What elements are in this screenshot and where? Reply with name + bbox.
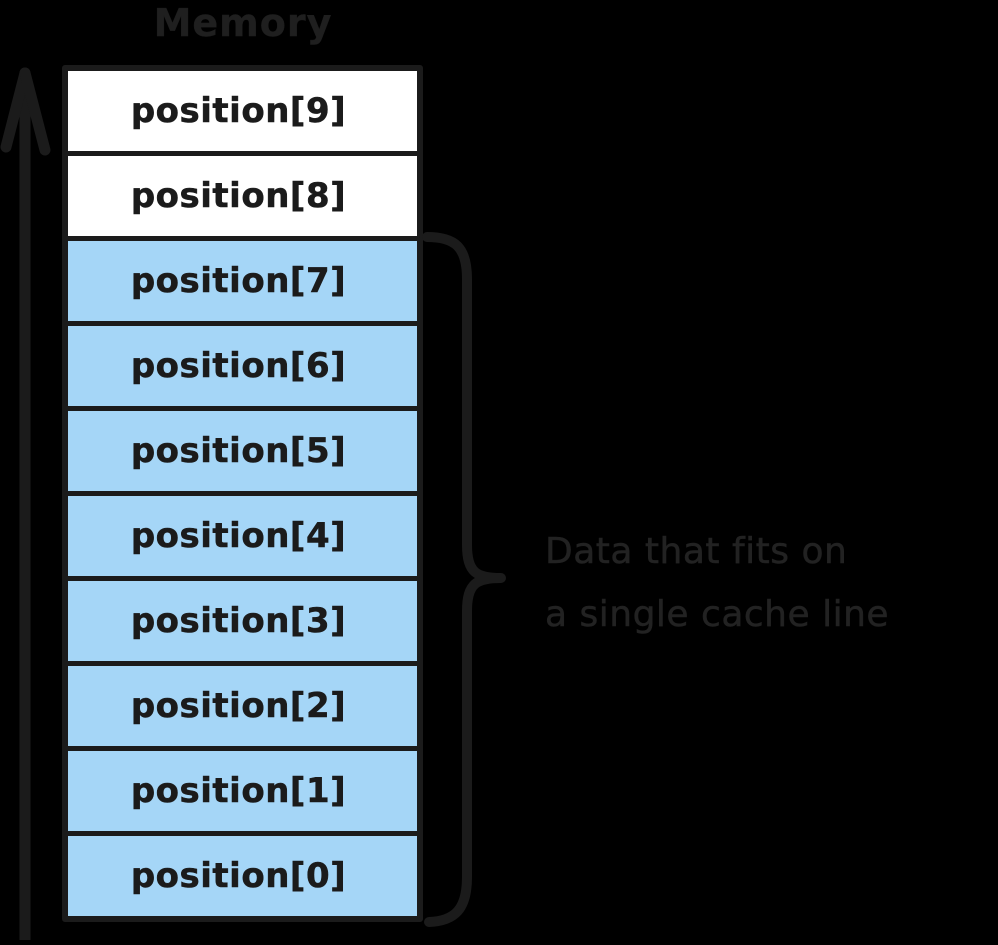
memory-cell[interactable]: position[9]: [68, 71, 417, 156]
memory-cell-label: position[0]: [130, 856, 347, 897]
cache-line-brace-icon: [422, 232, 506, 927]
memory-cell-label: position[9]: [130, 91, 347, 132]
memory-title: Memory: [153, 1, 333, 45]
memory-cell-label: position[7]: [130, 261, 347, 302]
memory-cell[interactable]: position[1]: [68, 751, 417, 836]
memory-cell[interactable]: position[3]: [68, 581, 417, 666]
memory-cell-label: position[6]: [130, 346, 347, 387]
memory-cell[interactable]: position[7]: [68, 241, 417, 326]
memory-cell[interactable]: position[2]: [68, 666, 417, 751]
cache-line-caption-line-2: a single cache line: [545, 594, 890, 636]
memory-cell-label: position[8]: [130, 176, 347, 217]
memory-cell-label: position[5]: [130, 431, 347, 472]
memory-cell-label: position[4]: [130, 516, 347, 557]
memory-cell[interactable]: position[6]: [68, 326, 417, 411]
memory-cell[interactable]: position[4]: [68, 496, 417, 581]
cache-line-caption: Data that fits on a single cache line: [545, 520, 995, 646]
cache-line-caption-line-1: Data that fits on: [545, 531, 848, 573]
memory-cell-label: position[1]: [130, 771, 347, 812]
memory-cell[interactable]: position[8]: [68, 156, 417, 241]
memory-cell-label: position[2]: [130, 686, 347, 727]
increasing-address-arrow-icon: [0, 67, 51, 940]
memory-cell-label: position[3]: [130, 601, 347, 642]
memory-cell[interactable]: position[5]: [68, 411, 417, 496]
memory-column: position[9] position[8] position[7] posi…: [62, 65, 423, 922]
memory-cell[interactable]: position[0]: [68, 836, 417, 916]
